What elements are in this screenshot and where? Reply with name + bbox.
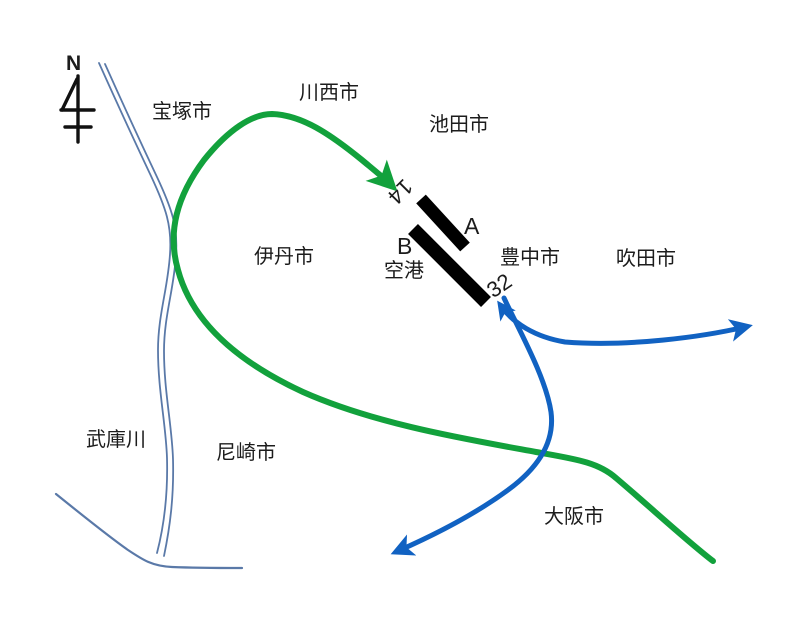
north-arrow-icon [59, 74, 96, 144]
city-label-suita: 吹田市 [616, 248, 676, 270]
runway-a [416, 194, 470, 252]
muko-river-line-east [104, 63, 178, 557]
coastline [54, 492, 244, 570]
north-label: N [66, 52, 82, 75]
green-approach-route [170, 111, 716, 564]
city-label-itami: 伊丹市 [254, 246, 314, 268]
city-label-takarazuka: 宝塚市 [152, 101, 212, 123]
city-label-osaka: 大阪市 [544, 506, 604, 528]
runway-b-label: B [397, 233, 413, 259]
muko-river-line-west [98, 62, 172, 554]
city-label-ikeda: 池田市 [429, 114, 489, 136]
river-label-mukogawa: 武庫川 [86, 429, 146, 451]
airport-label: 空港 [384, 260, 424, 282]
runway-b [408, 224, 491, 307]
runway-a-label: A [464, 213, 480, 239]
blue-route-south [390, 295, 555, 556]
city-label-toyonaka: 豊中市 [500, 247, 560, 269]
city-label-amagasaki: 尼崎市 [216, 442, 276, 464]
blue-route-east [497, 300, 753, 346]
city-label-kawanishi: 川西市 [299, 82, 359, 104]
